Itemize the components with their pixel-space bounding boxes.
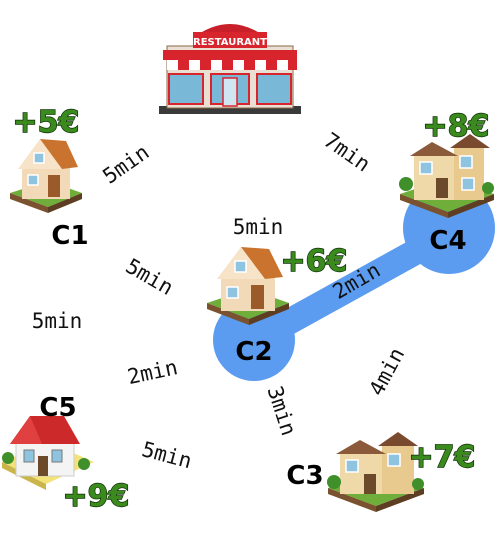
c2-label: C2 — [235, 337, 272, 367]
c3-house-icon — [327, 432, 424, 512]
restaurant-icon: RESTAURANT — [159, 24, 301, 114]
edge-label-restaurant-c4: 7min — [319, 128, 374, 177]
edge-label-c2-c3: 3min — [262, 383, 300, 439]
edge-label-restaurant-c1: 5min — [98, 140, 153, 189]
c5-reward: +9€ — [63, 479, 130, 514]
c2-highlight-node — [213, 299, 295, 381]
c4-reward: +8€ — [423, 109, 490, 144]
edge-label-c5-c3: 5min — [139, 437, 194, 473]
c5-house-icon — [2, 416, 94, 490]
edge-label-c1-c2: 5min — [122, 254, 178, 300]
c4-label: C4 — [429, 226, 466, 256]
edge-label-c4-c3: 4min — [364, 344, 409, 400]
c2-reward: +6€ — [281, 244, 348, 279]
c1-house-icon — [10, 139, 82, 213]
edge-label-c1-c5: 5min — [32, 309, 83, 333]
c5-label: C5 — [39, 393, 76, 423]
c2-house-icon — [207, 247, 289, 325]
c3-label: C3 — [286, 461, 323, 491]
c1-label: C1 — [51, 221, 88, 251]
c3-reward: +7€ — [409, 440, 476, 475]
c1-reward: +5€ — [13, 105, 80, 140]
edge-label-restaurant-c2: 5min — [233, 215, 284, 239]
c4-house-icon — [399, 134, 494, 218]
restaurant-sign: RESTAURANT — [193, 37, 267, 48]
edge-label-c5-c2: 2min — [125, 355, 179, 389]
